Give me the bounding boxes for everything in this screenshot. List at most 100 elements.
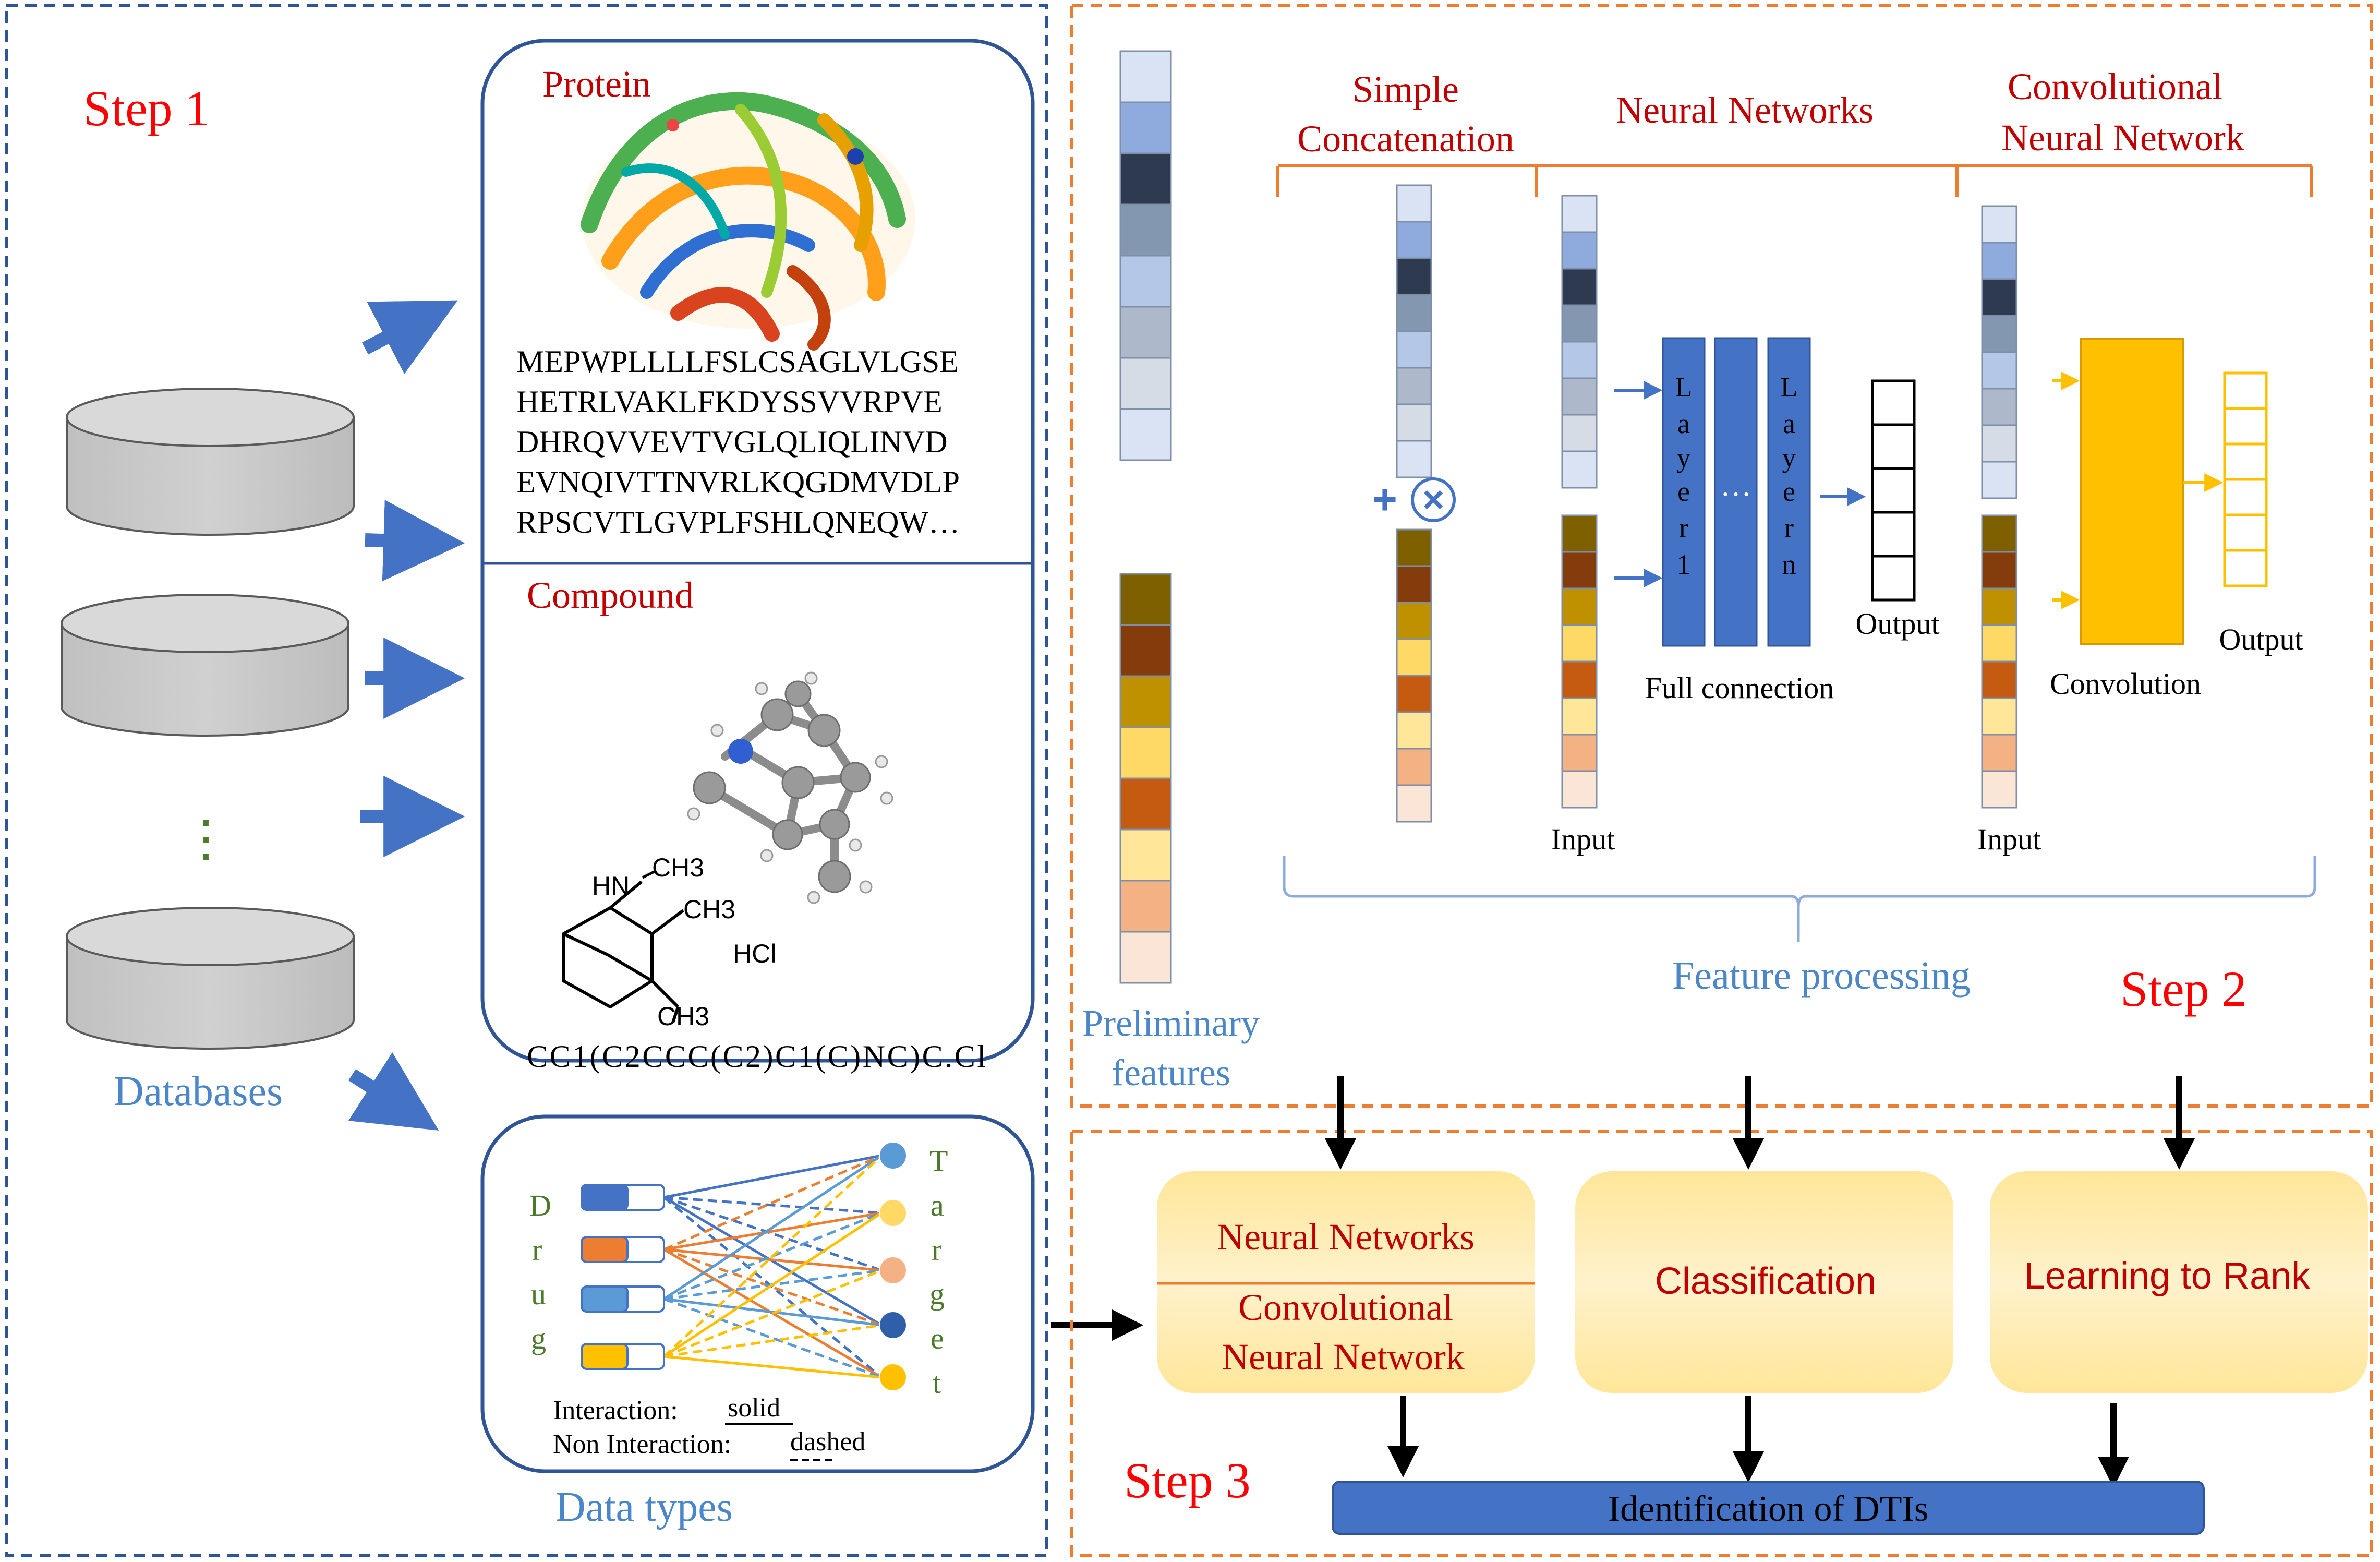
feature-cell bbox=[1396, 638, 1432, 677]
feature-cell bbox=[1561, 268, 1598, 306]
database-arrows bbox=[348, 300, 465, 1131]
cnn-input-compound-column bbox=[1981, 514, 2017, 809]
layer-letter: y bbox=[1782, 442, 1796, 473]
convolution-block bbox=[2080, 338, 2184, 645]
protein-sequence-line: DHRQVVEVTVGLQLIQLINVD bbox=[516, 425, 948, 459]
feature-cell bbox=[1561, 697, 1598, 736]
section-header-bracket bbox=[1276, 164, 2313, 197]
compound-smiles: CC1(C2CCC(C2)C1(C)NC)C.Cl bbox=[527, 1039, 986, 1074]
feature-cell bbox=[1981, 424, 2017, 463]
drug-capsule-fill bbox=[581, 1236, 629, 1263]
feature-cell bbox=[1981, 624, 2017, 663]
feature-cell bbox=[1119, 777, 1172, 831]
target-vertical-label: T a r g e t bbox=[929, 1144, 948, 1400]
drug-capsule-fill bbox=[581, 1285, 629, 1313]
layer-letter: y bbox=[1677, 442, 1691, 473]
protein-sequence-line: MEPWPLLLLFSLCSAGLVLGSE bbox=[516, 344, 959, 379]
feature-cell bbox=[1396, 565, 1432, 604]
layer-letter: e bbox=[1783, 476, 1795, 507]
drug-letter: u bbox=[531, 1277, 546, 1311]
feature-cell bbox=[1561, 377, 1598, 416]
feature-cell bbox=[1561, 514, 1598, 553]
feature-cell bbox=[1119, 675, 1172, 728]
feature-cell bbox=[1981, 697, 2017, 736]
layer-1-text: L a y e r 1 bbox=[1675, 371, 1693, 580]
layer-n-block bbox=[1767, 337, 1811, 647]
feature-cell bbox=[1396, 784, 1432, 823]
database-cylinder bbox=[66, 388, 355, 536]
interaction-line bbox=[663, 1211, 882, 1251]
structure-label-hn: HN bbox=[592, 871, 630, 900]
concat-protein-column bbox=[1396, 184, 1432, 478]
feature-cell bbox=[1396, 257, 1432, 296]
non-interaction-line bbox=[663, 1154, 882, 1251]
drug-letter: D bbox=[529, 1188, 551, 1222]
target-node bbox=[879, 1199, 907, 1227]
step2-to-step3-arrows bbox=[1325, 1076, 2195, 1170]
feature-cell bbox=[1561, 450, 1598, 489]
layer-letter: L bbox=[1781, 371, 1798, 403]
layer-letter: L bbox=[1675, 371, 1693, 403]
feature-cell bbox=[1396, 294, 1432, 332]
feature-cell bbox=[1396, 330, 1432, 369]
legend-noninteraction-value: dashed bbox=[790, 1427, 865, 1457]
protein-sequence: MEPWPLLLLFSLCSAGLVLGSE HETRLVAKLFKDYSSVV… bbox=[516, 344, 960, 539]
structure-label-ch3: CH3 bbox=[652, 853, 704, 882]
model-to-result-arrows bbox=[1387, 1396, 2129, 1488]
compound-title: Compound bbox=[527, 574, 694, 616]
interaction-line bbox=[663, 1154, 882, 1199]
drug-capsule-fill bbox=[581, 1184, 629, 1211]
learning-to-rank-label: Learning to Rank bbox=[2024, 1255, 2311, 1297]
feature-cell bbox=[1396, 748, 1432, 786]
identification-of-dtis-label: Identification of DTIs bbox=[1608, 1489, 1928, 1529]
feature-cell bbox=[1981, 205, 2017, 244]
step3-cnn-1: Convolutional bbox=[1238, 1287, 1453, 1328]
target-letter: g bbox=[929, 1277, 945, 1311]
target-letter: r bbox=[932, 1233, 941, 1267]
feature-cell bbox=[1561, 587, 1598, 626]
layer-letter: r bbox=[1784, 512, 1794, 544]
data-types-label: Data types bbox=[555, 1484, 733, 1530]
nn-output-vector bbox=[1871, 379, 1916, 602]
preliminary-features-label-1: Preliminary bbox=[1082, 1002, 1260, 1044]
databases-ellipsis: ⋮ bbox=[181, 811, 231, 867]
non-interaction-line bbox=[663, 1269, 882, 1358]
target-letter: e bbox=[931, 1321, 944, 1355]
cnn-title-1: Convolutional bbox=[2008, 66, 2222, 107]
step2-label: Step 2 bbox=[2120, 961, 2247, 1017]
classification-label: Classification bbox=[1655, 1260, 1876, 1302]
feature-cell bbox=[1981, 351, 2017, 390]
feature-cell bbox=[1396, 711, 1432, 750]
nn-input-label: Input bbox=[1551, 822, 1615, 856]
structure-label-ch3: CH3 bbox=[657, 1002, 709, 1031]
simple-concatenation-title-2: Concatenation bbox=[1297, 118, 1514, 160]
feature-cell bbox=[1119, 880, 1172, 933]
feature-processing-label: Feature processing bbox=[1672, 954, 1971, 998]
feature-cell bbox=[1119, 255, 1172, 308]
legend-interaction-label: Interaction: bbox=[553, 1396, 678, 1425]
feature-cell bbox=[1119, 50, 1172, 103]
feature-cell bbox=[1396, 221, 1432, 259]
layer-letter: a bbox=[1677, 408, 1690, 439]
feature-cell bbox=[1981, 315, 2017, 353]
learning-to-rank-box bbox=[1990, 1171, 2368, 1393]
cnn-input-label: Input bbox=[1977, 822, 2041, 856]
nn-input-compound-column bbox=[1561, 514, 1598, 809]
feature-cell bbox=[1396, 184, 1432, 223]
feature-cell bbox=[1981, 734, 2017, 772]
protein-structure-illustration bbox=[581, 92, 915, 351]
feature-cell bbox=[1561, 341, 1598, 379]
structure-label-hcl: HCl bbox=[733, 939, 776, 968]
step2-dashed-frame bbox=[1070, 4, 2373, 1108]
step1-label: Step 1 bbox=[83, 80, 210, 136]
output-cell bbox=[1871, 467, 1916, 514]
hidden-layer-block bbox=[1714, 337, 1758, 647]
non-interaction-line bbox=[663, 1297, 882, 1379]
drug-capsule-fill bbox=[581, 1343, 629, 1370]
feature-cell bbox=[1119, 573, 1172, 626]
feature-cell bbox=[1561, 414, 1598, 452]
output-cell bbox=[1871, 423, 1916, 470]
feature-cell bbox=[1396, 367, 1432, 405]
feature-cell bbox=[1561, 304, 1598, 343]
feature-cell bbox=[1981, 278, 2017, 317]
